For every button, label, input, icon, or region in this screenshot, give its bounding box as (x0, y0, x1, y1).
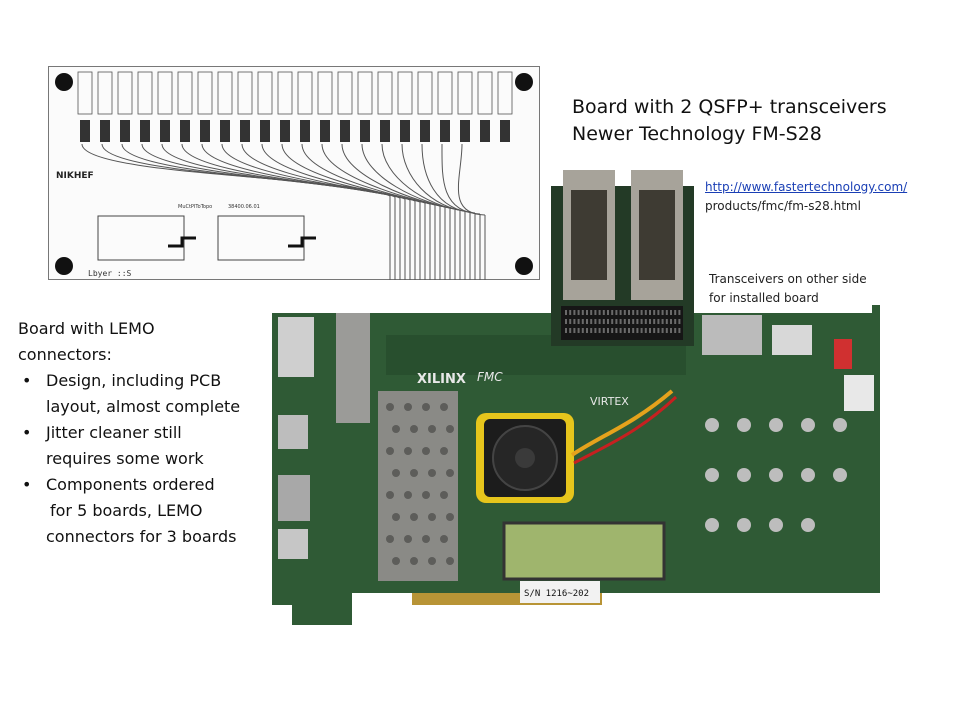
pcb-logo: NIKHEF (56, 171, 94, 181)
qsfp-board-title: Board with 2 QSFP+ transceivers Newer Te… (572, 94, 887, 148)
lcd-display (502, 521, 666, 581)
mounting-hole-icon (515, 73, 533, 91)
lemo-connector-footprints (77, 71, 513, 142)
pcb-traces (81, 143, 486, 280)
qsfp-board-photo (551, 170, 694, 346)
qsfp-title-line2: Newer Technology FM-S28 (572, 123, 822, 145)
mounting-hole-icon (55, 257, 73, 275)
qsfp-title-line1: Board with 2 QSFP+ transceivers (572, 96, 887, 118)
fpga-board-photo: XILINX FMC VIRTEX S/N 1216~202 (272, 305, 880, 625)
note-line1: Transceivers on other side (709, 272, 867, 286)
pcb-layer-label: Lbyer ::S (88, 269, 132, 278)
pcb-layout-drawing: NIKHEF MuCtPIToTopo 38400.06.01 Lbyer ::… (48, 66, 540, 280)
xilinx-logo: XILINX (417, 372, 466, 387)
transceiver-note: Transceivers on other side for installed… (709, 270, 867, 308)
virtex-label: VIRTEX (590, 395, 629, 408)
lemo-board-description: Board with LEMO connectors: •Design, inc… (18, 316, 268, 550)
bullet-icon: • (22, 371, 32, 390)
note-line2: for installed board (709, 291, 819, 305)
lemo-heading-line2: connectors: (18, 345, 112, 364)
product-link[interactable]: http://www.fastertechnology.com/ (705, 180, 908, 194)
serial-label: S/N 1216~202 (524, 589, 589, 599)
lemo-heading-line1: Board with LEMO (18, 319, 155, 338)
product-link-block: http://www.fastertechnology.com/ product… (705, 178, 907, 216)
mounting-hole-icon (515, 257, 533, 275)
mounting-hole-icon (55, 73, 73, 91)
heatsink (378, 391, 458, 581)
product-link-path: products/fmc/fm-s28.html (705, 199, 861, 213)
pcb-part-number: 38400.06.01 (228, 204, 260, 210)
pcb-part-label: MuCtPIToTopo (178, 204, 212, 210)
bullet-icon: • (22, 423, 32, 442)
bullet-icon: • (22, 475, 32, 494)
fmc-label: FMC (477, 370, 503, 384)
